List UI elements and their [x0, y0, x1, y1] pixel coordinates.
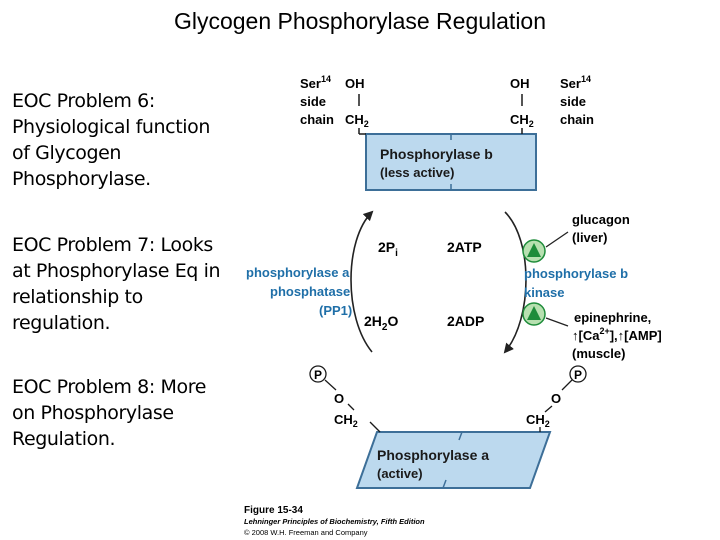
problem-line: Physiological function — [12, 116, 211, 138]
ch2-label: CH2 — [345, 112, 369, 129]
problem-line: relationship to — [12, 286, 143, 308]
ser-label: Ser14 — [560, 74, 591, 91]
problem-8: EOC Problem 8: More on Phosphorylase Reg… — [12, 374, 206, 452]
phosphorylase-b-label: Phosphorylase b — [380, 146, 493, 162]
subunit-divider — [458, 431, 463, 441]
svg-text:P: P — [314, 368, 322, 382]
phosphatase-label: phosphatase — [270, 284, 350, 299]
glucagon-tissue-label: (liver) — [572, 230, 607, 245]
figure-number: Figure 15-34 — [244, 505, 303, 516]
oxygen-label: O — [334, 391, 344, 406]
dephosphorylation-arrow — [350, 210, 374, 353]
problem-line: at Phosphorylase Eq in — [12, 260, 221, 282]
muscle-label: (muscle) — [572, 346, 625, 361]
ch2-label: CH2 — [510, 112, 534, 129]
oh-label: OH — [345, 76, 365, 91]
phosphate-icon — [309, 365, 327, 383]
ser-label: Ser14 — [300, 74, 331, 91]
svg-text:P: P — [574, 368, 582, 382]
problem-line: EOC Problem 6: — [12, 90, 155, 112]
phosphorylase-a-activity: (active) — [377, 466, 423, 481]
oxygen-label: O — [551, 391, 561, 406]
problem-line: Phosphorylase. — [12, 168, 151, 190]
kinase-label: phosphorylase b — [524, 266, 628, 281]
phosphorylation-arrow — [503, 211, 527, 354]
phosphorylase-a-label: Phosphorylase a — [377, 447, 489, 463]
phosphatase-label: (PP1) — [319, 303, 352, 318]
adp-label: 2ADP — [447, 313, 484, 329]
side-label: side — [560, 94, 586, 109]
figure-caption: Figure 15-34 Lehninger Principles of Bio… — [244, 505, 425, 538]
phosphorylase-a-box — [355, 431, 552, 489]
pi-label: 2Pi — [378, 239, 398, 259]
chain-label: chain — [560, 112, 594, 127]
problem-line: EOC Problem 8: More — [12, 376, 207, 398]
calcium-amp-label: ↑[Ca2+],↑[AMP] — [572, 326, 662, 343]
problem-line: EOC Problem 7: Looks — [12, 234, 213, 256]
problem-line: regulation. — [12, 312, 111, 334]
phosphorylase-b-box — [365, 133, 537, 191]
phosphorylase-b-activity: (less active) — [380, 165, 454, 180]
problem-line: on Phosphorylase — [12, 402, 174, 424]
figure-source: Lehninger Principles of Biochemistry, Fi… — [244, 517, 425, 526]
phosphate-icon — [569, 365, 587, 383]
figure-copyright: © 2008 W.H. Freeman and Company — [244, 528, 368, 537]
problem-line: Regulation. — [12, 428, 116, 450]
ch2-label: CH2 — [334, 412, 358, 429]
glucagon-label: glucagon — [572, 212, 630, 227]
atp-label: 2ATP — [447, 239, 482, 255]
side-label: side — [300, 94, 326, 109]
ch2-label: CH2 — [526, 412, 550, 429]
phosphatase-label: phosphorylase a — [246, 265, 350, 280]
problem-7: EOC Problem 7: Looks at Phosphorylase Eq… — [12, 232, 221, 336]
chain-label: chain — [300, 112, 334, 127]
problem-line: of Glycogen — [12, 142, 122, 164]
problem-6: EOC Problem 6: Physiological function of… — [12, 88, 210, 192]
kinase-label: kinase — [524, 285, 564, 300]
epinephrine-label: epinephrine, — [574, 310, 651, 325]
oh-label: OH — [510, 76, 530, 91]
page-title: Glycogen Phosphorylase Regulation — [173, 8, 547, 34]
h2o-label: 2H2O — [364, 313, 398, 333]
